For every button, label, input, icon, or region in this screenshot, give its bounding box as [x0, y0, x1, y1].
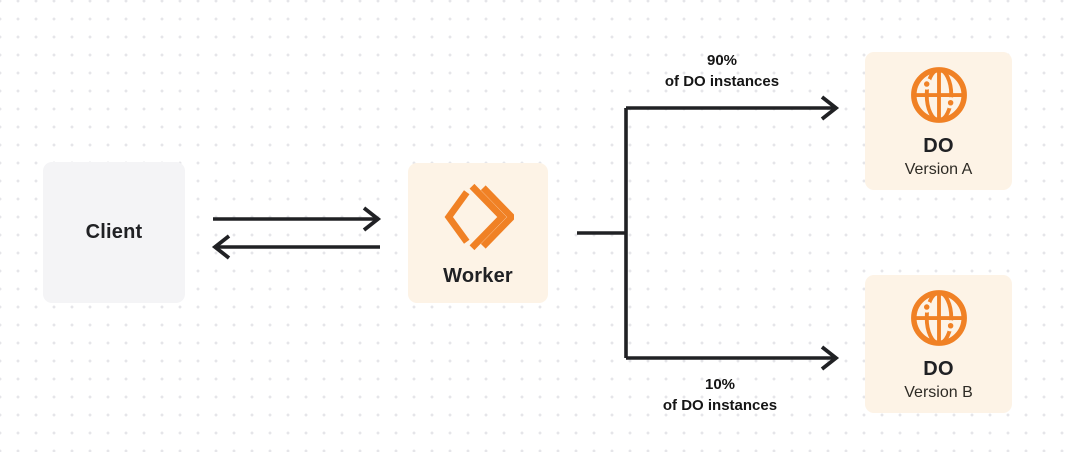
- do-a-title: DO: [923, 134, 954, 157]
- durable-object-globe-icon: [910, 66, 967, 123]
- split-bottom-caption: of DO instances: [662, 397, 778, 414]
- cloudflare-workers-logo-icon: [444, 183, 514, 250]
- arrow-split-to-do-a: [626, 95, 840, 121]
- split-label-bottom: 10% of DO instances: [610, 374, 830, 416]
- node-do-version-a: DO Version A: [865, 52, 1012, 190]
- arrow-worker-to-client: [211, 234, 380, 260]
- split-top-percent: 90%: [706, 52, 738, 69]
- arrow-client-to-worker: [213, 206, 382, 232]
- split-label-top: 90% of DO instances: [612, 50, 832, 92]
- node-worker: Worker: [408, 163, 548, 303]
- durable-object-globe-icon: [910, 289, 967, 346]
- split-top-caption: of DO instances: [664, 73, 780, 90]
- split-connector: [577, 108, 628, 358]
- do-a-subtitle: Version A: [904, 160, 973, 178]
- node-client: Client: [43, 162, 185, 303]
- do-b-title: DO: [923, 357, 954, 380]
- arrow-split-to-do-b: [626, 345, 840, 371]
- node-do-version-b: DO Version B: [865, 275, 1012, 413]
- client-label: Client: [85, 221, 143, 243]
- split-bottom-percent: 10%: [704, 376, 736, 393]
- do-b-subtitle: Version B: [904, 383, 973, 401]
- worker-label: Worker: [443, 264, 513, 287]
